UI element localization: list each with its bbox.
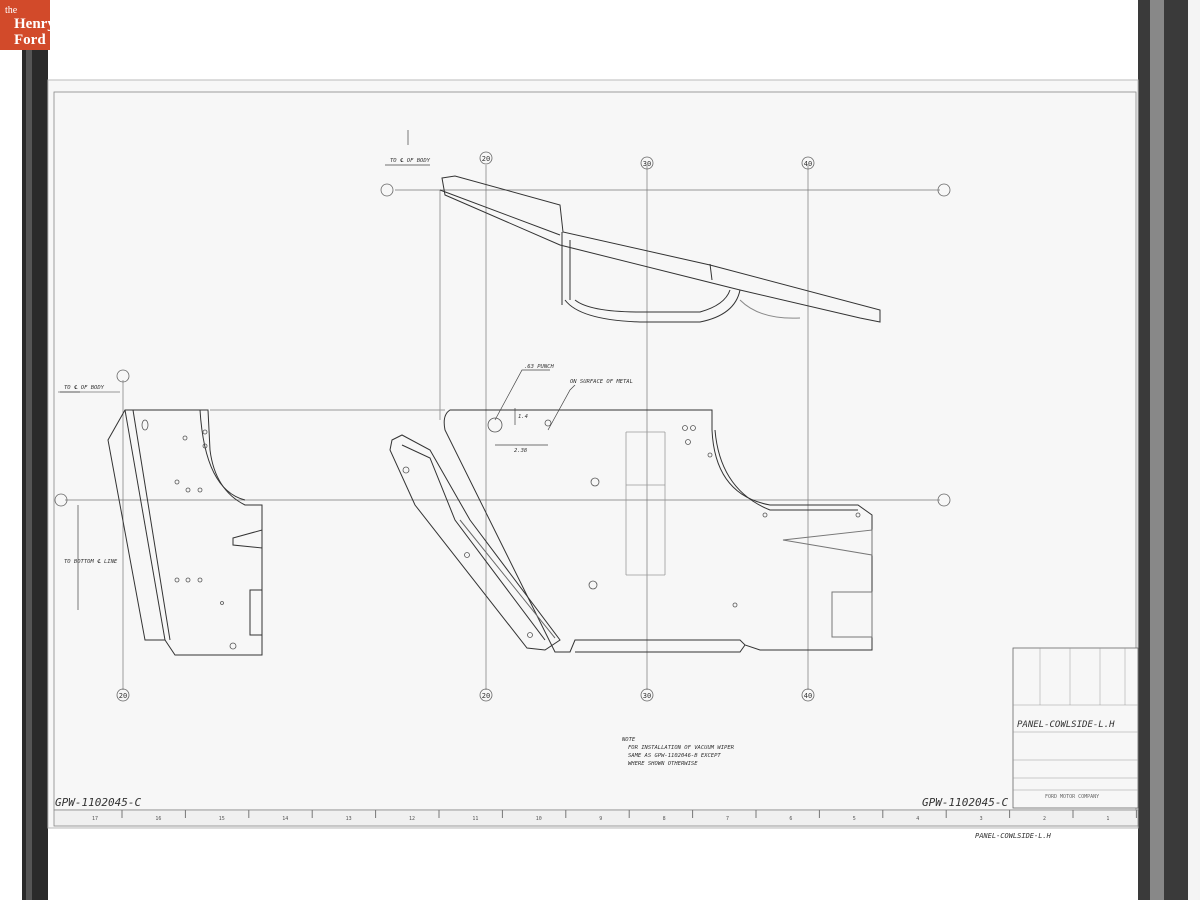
grid-label: 40	[804, 160, 812, 168]
grid-label: 30	[643, 692, 651, 700]
ruler-label: 12	[409, 816, 415, 822]
holes-main	[402, 417, 861, 638]
part-top-view	[439, 175, 881, 323]
grid-bubbles	[54, 151, 951, 702]
grid-label: 20	[482, 155, 490, 163]
grid-label: 20	[482, 692, 490, 700]
logo-text: the	[5, 5, 18, 16]
part-left-view	[107, 409, 263, 656]
grid-label: 20	[119, 692, 127, 700]
logo-text: Ford	[14, 32, 46, 48]
ruler-strip	[53, 809, 1139, 827]
label-to-body-left: TO ℄ OF BODY	[64, 384, 105, 391]
note-line: SAME AS GPW-1102046-B EXCEPT	[628, 753, 721, 759]
ruler-label: 7	[726, 816, 729, 822]
note-line: FOR INSTALLATION OF VACUUM WIPER	[628, 745, 735, 751]
grid-label: 40	[804, 692, 812, 700]
film-edge-left	[22, 50, 48, 900]
dimension-lines	[60, 130, 576, 610]
label-to-bottom: TO BOTTOM ℄ LINE	[64, 558, 118, 565]
note-line: WHERE SHOWN OTHERWISE	[628, 761, 698, 767]
henry-ford-logo: the Henry Ford	[0, 0, 55, 50]
label-surface: ON SURFACE OF METAL	[570, 379, 633, 385]
ruler-label: 8	[663, 816, 666, 822]
ruler-label: 11	[472, 816, 478, 822]
drawing-sheet	[47, 79, 1139, 829]
part-main-view	[210, 409, 873, 653]
drawing-number-left: GPW-1102045-C	[55, 796, 141, 809]
ruler-label: 4	[916, 816, 919, 822]
label-to-body-top: TO ℄ OF BODY	[390, 157, 431, 164]
ruler-ticks: 17 16 15 14 13 12 11 10 9 8 7 6 5 4 3 2 1	[92, 810, 1137, 822]
ruler-label: 2	[1043, 816, 1046, 822]
ruler-label: 1	[1106, 816, 1109, 822]
ruler-label: 6	[789, 816, 792, 822]
label-punch: .63 PUNCH	[524, 364, 554, 370]
ruler-label: 16	[155, 816, 161, 822]
ruler-label: 5	[853, 816, 856, 822]
film-margin	[1188, 0, 1200, 900]
annotations: TO ℄ OF BODY TO ℄ OF BODY TO BOTTOM ℄ LI…	[64, 157, 735, 767]
holes-left	[141, 419, 237, 650]
part-title: PANEL-COWLSIDE-L.H	[1017, 720, 1115, 730]
label-dim-1: 2.38	[514, 448, 528, 454]
ruler-label: 17	[92, 816, 98, 822]
grid-label: 30	[643, 160, 651, 168]
back-title: PANEL-COWLSIDE-L.H	[975, 832, 1052, 840]
film-edge-right-highlight	[1150, 0, 1164, 900]
ruler-label: 10	[536, 816, 542, 822]
logo-text: Henry	[14, 16, 55, 32]
label-dim-2: 1.4	[518, 414, 528, 420]
ruler-label: 15	[219, 816, 225, 822]
company-name: FORD MOTOR COMPANY	[1045, 794, 1099, 800]
title-block: PANEL-COWLSIDE-L.H FORD MOTOR COMPANY	[1012, 647, 1139, 809]
ruler-label: 9	[599, 816, 602, 822]
film-edge-left-highlight	[26, 50, 32, 900]
grid-labels: 20 30 40 20 20 30 40	[119, 155, 812, 700]
drawing-number-right: GPW-1102045-C	[922, 796, 1008, 809]
ruler-label: 14	[282, 816, 288, 822]
ruler-label: 3	[980, 816, 983, 822]
ruler-label: 13	[346, 816, 352, 822]
note-heading: NOTE	[621, 737, 636, 743]
